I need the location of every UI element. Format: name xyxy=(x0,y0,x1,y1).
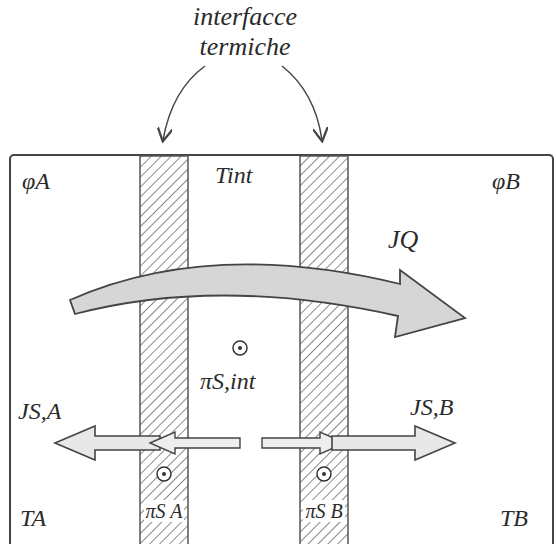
production-label: πS,int xyxy=(200,368,255,394)
heat-flux-arrow xyxy=(70,264,465,337)
entropy-flux-arrow xyxy=(55,426,160,460)
region-label: φB xyxy=(492,168,520,194)
out-of-plane-symbol xyxy=(157,341,331,481)
interface-label: πS A xyxy=(144,500,185,522)
region-label: TA xyxy=(20,505,46,531)
hatched-interface xyxy=(140,156,188,544)
symbol-dot xyxy=(322,472,326,476)
symbol-dot xyxy=(238,346,242,350)
entropy-flux-arrow xyxy=(332,426,455,460)
region-frame: φA Tint φB TA TB πS A πS B xyxy=(10,155,553,544)
leader-arrow xyxy=(163,66,205,140)
flux-label: JS,B xyxy=(410,394,453,420)
hatched-interface xyxy=(300,156,348,544)
thermal-interface: πS B xyxy=(300,155,348,544)
region-label: Tint xyxy=(215,162,252,188)
symbol-dot xyxy=(162,472,166,476)
region-label: φA xyxy=(22,168,50,194)
flux-label: JS,A xyxy=(18,398,61,424)
flux-label: JQ xyxy=(388,226,418,255)
thermal-interface: πS A xyxy=(140,155,188,544)
region-label: TB xyxy=(500,505,528,531)
entropy-flux-arrow xyxy=(150,432,240,454)
interface-label: πS B xyxy=(303,500,344,522)
outer-frame xyxy=(10,155,553,544)
leader-arrow xyxy=(282,66,322,140)
title-note: interfacce termiche xyxy=(178,2,312,62)
